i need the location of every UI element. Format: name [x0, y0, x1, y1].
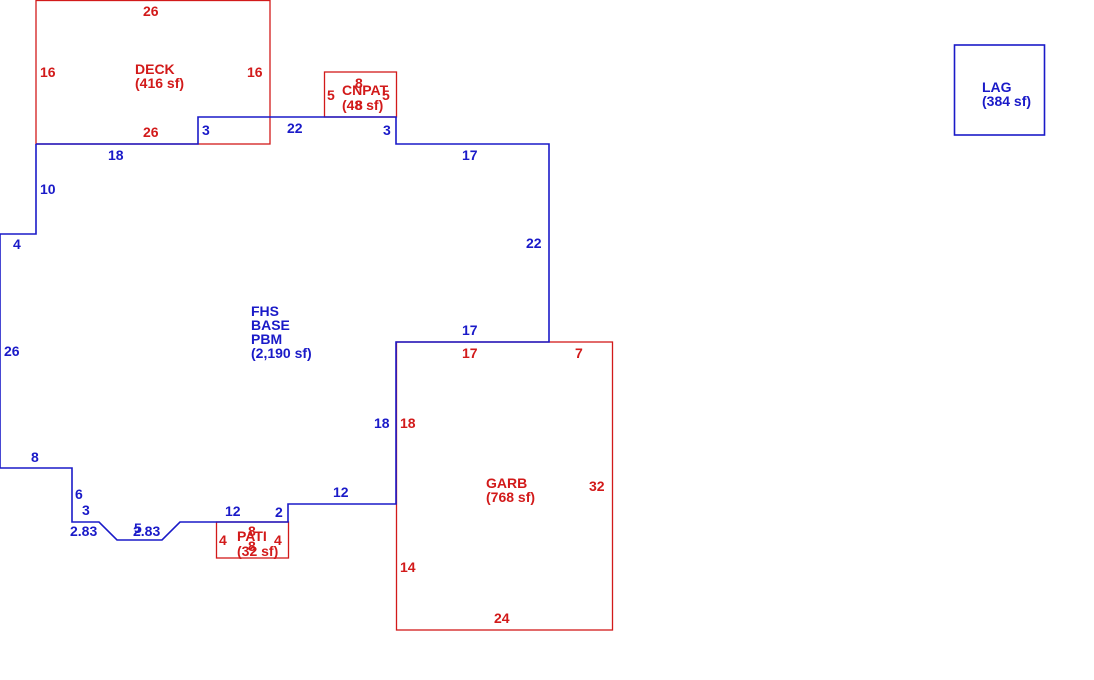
dim-cnpat-right: 5 — [382, 87, 390, 103]
garb-code: GARB — [486, 475, 527, 491]
dim-base-left-upper: 10 — [40, 181, 56, 197]
dim-garb-left-14: 14 — [400, 559, 416, 575]
dim-garb-bottom: 24 — [494, 610, 510, 626]
dim-base-bottom-left: 8 — [31, 449, 39, 465]
dim-pati-left: 4 — [219, 532, 227, 548]
lag-code: LAG — [982, 79, 1012, 95]
dim-deck-top: 26 — [143, 3, 159, 19]
dim-cnpat-bottom: 8 — [355, 97, 363, 113]
dim-base-bottom-12: 12 — [225, 503, 241, 519]
cnpat-area: (48 sf) — [342, 97, 383, 113]
dim-base-mid-12: 12 — [333, 484, 349, 500]
base-outline — [0, 116, 550, 541]
dim-base-right: 22 — [526, 235, 542, 251]
dim-base-step-2: 2 — [275, 504, 283, 520]
dim-base-top-left: 18 — [108, 147, 124, 163]
dim-base-left-lower: 6 — [75, 486, 83, 502]
garb-area: (768 sf) — [486, 489, 535, 505]
dim-base-shared-17: 17 — [462, 322, 478, 338]
dim-base-top-mid: 22 — [287, 120, 303, 136]
main-label-2: BASE — [251, 317, 290, 333]
dim-base-left-notch: 4 — [13, 236, 21, 252]
cnpat-code: CNPAT — [342, 82, 389, 98]
dim-deck-right: 16 — [247, 64, 263, 80]
dim-cnpat-top: 8 — [355, 75, 363, 91]
dim-base-bottom-5: 5 — [134, 520, 142, 536]
dim-pati-right: 4 — [274, 532, 282, 548]
deck-area: (416 sf) — [135, 75, 184, 91]
dim-base-diag-right: 2.83 — [133, 523, 160, 539]
dim-pati-top: 8 — [248, 523, 256, 539]
dim-pati-bottom: 8 — [248, 538, 256, 554]
dim-deck-bottom: 26 — [143, 124, 159, 140]
main-area: (2,190 sf) — [251, 345, 312, 361]
lag-area: (384 sf) — [982, 93, 1031, 109]
lag-outline — [953, 44, 1046, 136]
dim-garb-top-17: 17 — [462, 345, 478, 361]
dim-base-diag-left: 2.83 — [70, 523, 97, 539]
dim-deck-left: 16 — [40, 64, 56, 80]
dim-base-step-a: 3 — [202, 122, 210, 138]
dim-base-step-b: 3 — [383, 122, 391, 138]
main-label-1: FHS — [251, 303, 279, 319]
dim-garb-top-7: 7 — [575, 345, 583, 361]
dim-base-top-right: 17 — [462, 147, 478, 163]
dim-cnpat-left: 5 — [327, 87, 335, 103]
dim-base-right-lower: 18 — [374, 415, 390, 431]
deck-code: DECK — [135, 61, 175, 77]
pati-area: (32 sf) — [237, 543, 278, 559]
dim-garb-right: 32 — [589, 478, 605, 494]
pati-code: PATI — [237, 528, 267, 544]
dim-base-left: 26 — [4, 343, 20, 359]
main-label-3: PBM — [251, 331, 282, 347]
dim-base-small-3: 3 — [82, 502, 90, 518]
dim-garb-left-18: 18 — [400, 415, 416, 431]
